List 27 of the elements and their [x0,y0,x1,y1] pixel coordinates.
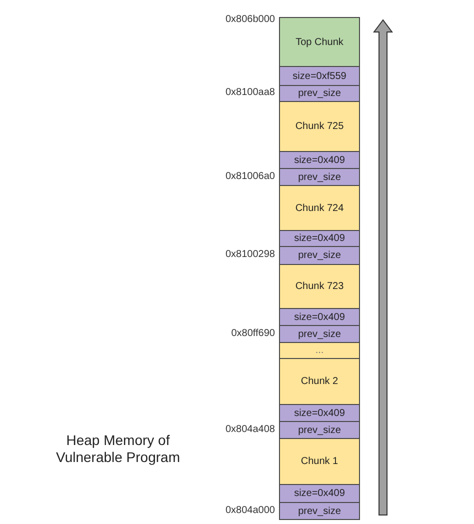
header-field-block: prev_size [279,325,360,343]
address-label: 0x8100aa8 [226,87,275,99]
chunk-block: Chunk 2 [279,358,360,405]
address-label: 0x81006a0 [226,171,275,183]
chunk-block: Chunk 724 [279,185,360,231]
header-field-block: size=0xf559 [279,66,360,86]
chunk-block: Chunk 723 [279,264,360,309]
address-label: 0x80ff690 [231,328,275,340]
header-field-block: prev_size [279,246,360,265]
ellipsis-block: ... [279,342,360,359]
address-label: 0x806b000 [226,14,275,26]
chunk-block: Chunk 725 [279,101,360,152]
address-label: 0x8100298 [226,249,275,261]
header-field-block: prev_size [279,502,360,520]
address-label: 0x804a408 [226,424,275,436]
header-field-block: size=0x409 [279,230,360,247]
header-field-block: size=0x409 [279,484,360,503]
top-chunk-block: Top Chunk [279,17,360,67]
header-field-block: prev_size [279,85,360,102]
header-field-block: size=0x409 [279,151,360,169]
address-label: 0x804a000 [226,505,275,517]
header-field-block: prev_size [279,421,360,439]
chunk-block: Chunk 1 [279,438,360,485]
header-field-block: size=0x409 [279,404,360,422]
header-field-block: size=0x409 [279,308,360,326]
caption: Heap Memory of Vulnerable Program [55,432,181,466]
header-field-block: prev_size [279,168,360,186]
